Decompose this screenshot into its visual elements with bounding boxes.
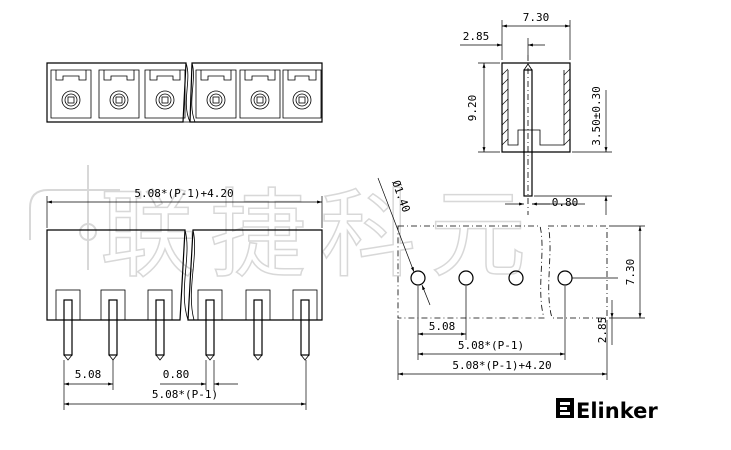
front-view: 5.08*(P-1)+4.20 5.08 0.80 5.08*(P-1) bbox=[46, 187, 323, 410]
dim-pcb-offset: 2.85 bbox=[596, 317, 609, 344]
dim-pcb-height: 7.30 bbox=[624, 259, 637, 286]
watermark-text: 联捷科元 bbox=[100, 179, 540, 291]
dim-overall-length: 5.08*(P-1)+4.20 bbox=[134, 187, 233, 200]
dim-height: 9.20 bbox=[466, 95, 479, 122]
dim-span: 5.08*(P-1) bbox=[152, 388, 218, 401]
top-view-cells bbox=[50, 69, 322, 119]
side-view: 7.30 2.85 9.20 3.50±0.30 0.80 bbox=[460, 11, 612, 215]
dim-pin-thickness: 0.80 bbox=[552, 196, 579, 209]
pins-front bbox=[55, 289, 318, 361]
dim-pcb-total: 5.08*(P-1)+4.20 bbox=[452, 359, 551, 372]
dim-pcb-span: 5.08*(P-1) bbox=[458, 339, 524, 352]
top-view bbox=[46, 62, 323, 123]
logo-text: Elinker bbox=[576, 399, 658, 423]
dim-pin-width: 0.80 bbox=[163, 368, 190, 381]
logo-icon bbox=[556, 398, 574, 418]
dim-pitch: 5.08 bbox=[75, 368, 102, 381]
watermark: 联捷科元 bbox=[29, 165, 540, 292]
dim-pcb-pitch: 5.08 bbox=[429, 320, 456, 333]
brand-logo: Elinker bbox=[556, 398, 658, 423]
dim-pin-length: 3.50±0.30 bbox=[590, 86, 603, 146]
dim-side-offset: 2.85 bbox=[463, 30, 490, 43]
dim-side-width: 7.30 bbox=[523, 11, 550, 24]
